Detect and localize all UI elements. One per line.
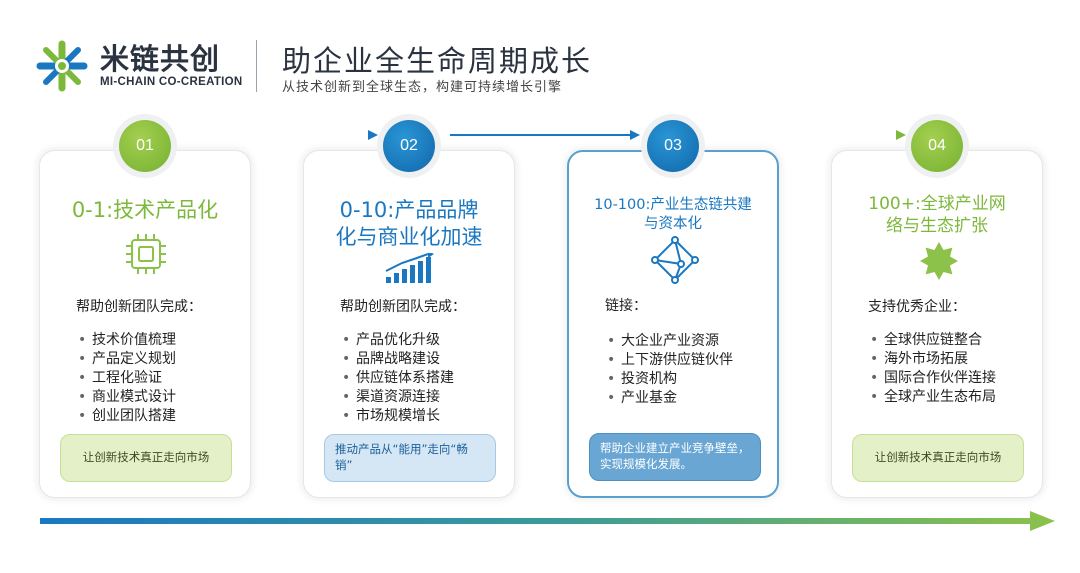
list-item: 创业团队搭建 xyxy=(78,407,176,426)
list-item: 商业模式设计 xyxy=(78,388,176,407)
chip-icon xyxy=(126,234,166,274)
connector-arrow-1-2 xyxy=(186,130,378,140)
list-item: 产品定义规划 xyxy=(78,350,176,369)
stage-items: 产品优化升级 品牌战略建设 供应链体系搭建 渠道资源连接 市场规模增长 xyxy=(342,331,454,426)
stage-card-1: 0-1:技术产品化 帮助创新团队完成： 技术价值梳理 产品定义规划 工程化验证 … xyxy=(39,150,251,498)
list-item: 品牌战略建设 xyxy=(342,350,454,369)
list-item: 上下游供应链伙伴 xyxy=(607,351,733,370)
header-divider xyxy=(256,40,257,92)
list-item: 产业基金 xyxy=(607,389,733,408)
stage-lead: 帮助创新团队完成： xyxy=(340,299,466,315)
stage-lead: 帮助创新团队完成： xyxy=(76,299,202,315)
stage-note: 让创新技术真正走向市场 xyxy=(852,434,1024,482)
stage-title: 0-10:产品品牌 化与商业化加速 xyxy=(335,198,483,250)
stage-items: 全球供应链整合 海外市场拓展 国际合作伙伴连接 全球产业生态布局 xyxy=(870,331,996,407)
stage-note: 让创新技术真正走向市场 xyxy=(60,434,232,482)
list-item: 全球供应链整合 xyxy=(870,331,996,350)
stage-title: 100+:全球产业网 络与生态扩张 xyxy=(868,194,1006,237)
stage-note: 帮助企业建立产业竞争壁垒，实现规模化发展。 xyxy=(589,433,761,481)
list-item: 国际合作伙伴连接 xyxy=(870,369,996,388)
list-item: 工程化验证 xyxy=(78,369,176,388)
page-subtitle: 从技术创新到全球生态，构建可持续增长引擎 xyxy=(282,80,563,95)
stage-card-2: 0-10:产品品牌 化与商业化加速 帮助创新团队完成： 产品优化升级 品牌战略建… xyxy=(303,150,515,498)
connector-arrow-2-3 xyxy=(450,130,640,140)
list-item: 全球产业生态布局 xyxy=(870,388,996,407)
list-item: 技术价值梳理 xyxy=(78,331,176,350)
stage-lead: 支持优秀企业： xyxy=(868,299,966,315)
list-item: 供应链体系搭建 xyxy=(342,369,454,388)
stage-card-4: 100+:全球产业网 络与生态扩张 支持优秀企业： 全球供应链整合 海外市场拓展… xyxy=(831,150,1043,498)
stage-items: 大企业产业资源 上下游供应链伙伴 投资机构 产业基金 xyxy=(607,332,733,408)
brand-name: 米链共创 xyxy=(100,42,221,76)
brand-logo-icon xyxy=(36,40,88,92)
list-item: 市场规模增长 xyxy=(342,407,454,426)
stage-badge-2: 02 xyxy=(383,120,435,172)
stage-card-3: 10-100:产业生态链共建 与资本化 链接： 大企业产业资源 上下游供应链伙伴… xyxy=(567,150,779,498)
list-item: 大企业产业资源 xyxy=(607,332,733,351)
stage-items: 技术价值梳理 产品定义规划 工程化验证 商业模式设计 创业团队搭建 xyxy=(78,331,176,426)
stage-title: 10-100:产业生态链共建 与资本化 xyxy=(594,197,752,232)
connector-arrow-3-4 xyxy=(714,130,906,140)
stage-lead: 链接： xyxy=(605,298,647,314)
list-item: 产品优化升级 xyxy=(342,331,454,350)
stage-badge-1: 01 xyxy=(119,120,171,172)
growth-bars-icon xyxy=(385,253,434,283)
list-item: 海外市场拓展 xyxy=(870,350,996,369)
burst-icon xyxy=(920,242,958,280)
stage-title: 0-1:技术产品化 xyxy=(71,198,219,222)
list-item: 投资机构 xyxy=(607,370,733,389)
stage-note: 推动产品从“能用”走向“畅销” xyxy=(324,434,496,482)
brand-name-en: MI-CHAIN CO-CREATION xyxy=(100,76,243,88)
stage-badge-4: 04 xyxy=(911,120,963,172)
network-icon xyxy=(651,236,699,284)
timeline-arrow xyxy=(40,511,1055,531)
stage-badge-3: 03 xyxy=(647,120,699,172)
list-item: 渠道资源连接 xyxy=(342,388,454,407)
page-title: 助企业全生命周期成长 xyxy=(282,44,593,78)
